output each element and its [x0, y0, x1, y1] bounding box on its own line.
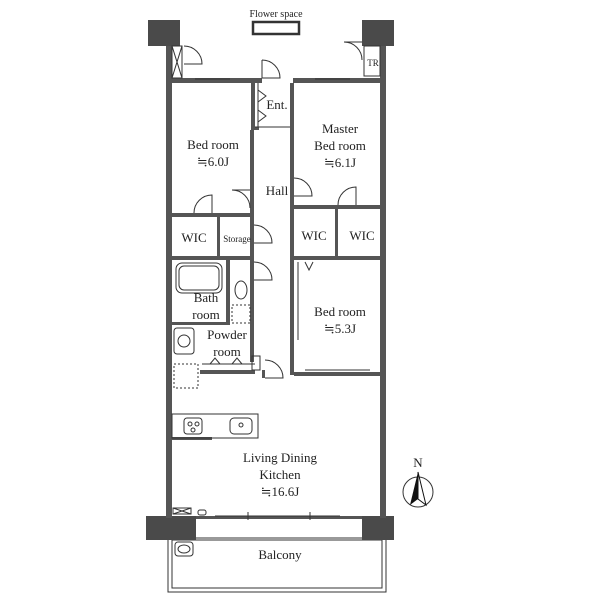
ldk-label: Living Dining Kitchen ≒16.6J	[243, 449, 317, 500]
hall-label: Hall	[265, 183, 289, 198]
walls	[166, 46, 386, 519]
balcony-inner	[171, 539, 383, 589]
powder-line2: room	[213, 344, 241, 359]
master-size: ≒6.1J	[323, 155, 357, 170]
flower-space-label: Flower space	[249, 9, 303, 20]
wic2-label: WIC	[301, 228, 327, 243]
bedroom2-name: Bed room	[314, 304, 366, 319]
bath-line1: Bath	[193, 290, 219, 305]
flower-box	[251, 20, 301, 36]
master-bedroom-label: Master Bed room ≒6.1J	[314, 120, 366, 171]
ldk-line2: Kitchen	[259, 467, 301, 482]
bedroom1-name: Bed room	[187, 137, 239, 152]
bedroom2-size: ≒5.3J	[323, 321, 357, 336]
ldk-size: ≒16.6J	[260, 484, 300, 499]
bathroom-label: Bath room	[192, 289, 219, 323]
wic1-label: WIC	[181, 230, 207, 245]
bedroom1-label: Bed room ≒6.0J	[187, 136, 239, 170]
trunk-room-label: TR	[367, 58, 379, 68]
bath-line2: room	[192, 307, 220, 322]
balcony-outline	[167, 537, 387, 593]
powder-line1: Powder	[207, 327, 247, 342]
wic3-label: WIC	[349, 228, 375, 243]
bedroom2-label: Bed room ≒5.3J	[314, 303, 366, 337]
compass-icon	[402, 471, 434, 508]
entrance-label: Ent.	[266, 97, 288, 112]
master-name-line2: Bed room	[314, 138, 366, 153]
storage-label: Storage	[223, 234, 251, 244]
pillars	[146, 20, 394, 540]
ldk-line1: Living Dining	[242, 450, 318, 465]
master-name-line1: Master	[321, 121, 359, 136]
compass-north-label: N	[413, 455, 423, 470]
powder-room-label: Powder room	[207, 326, 247, 360]
door-swing	[183, 45, 203, 65]
balcony-label: Balcony	[258, 547, 302, 562]
bedroom1-size: ≒6.0J	[196, 154, 230, 169]
